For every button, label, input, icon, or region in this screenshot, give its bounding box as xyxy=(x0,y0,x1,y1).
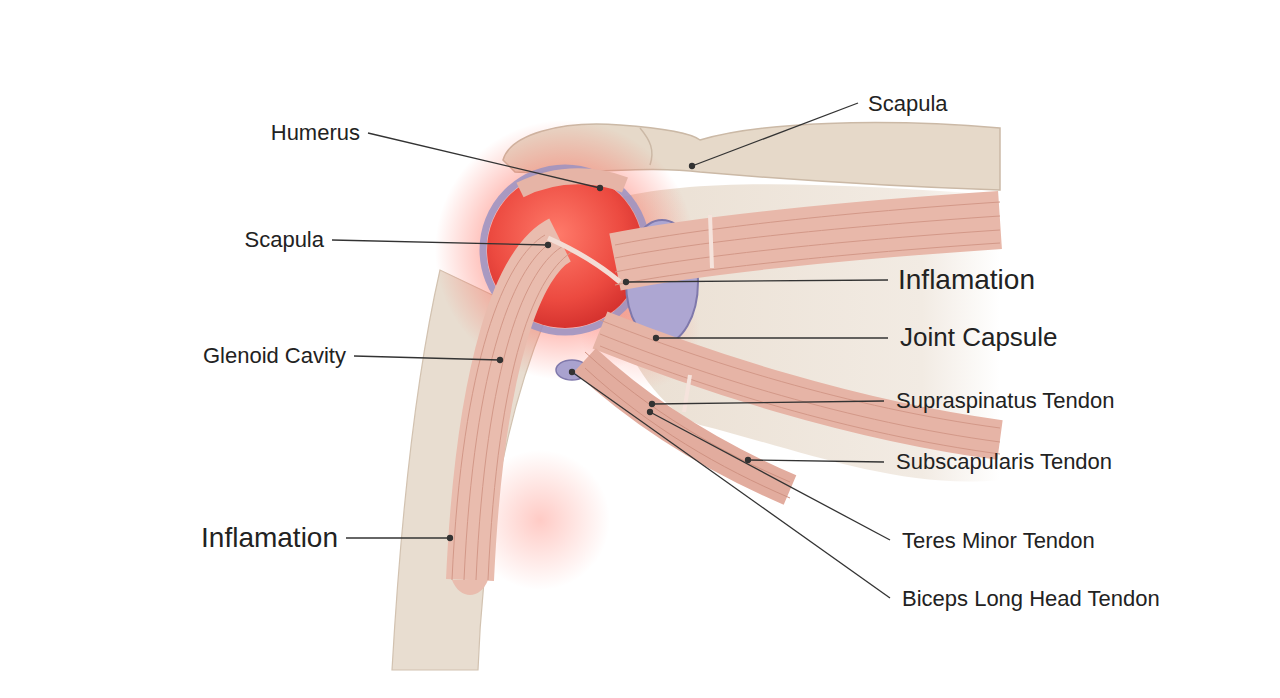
part-label: Joint Capsule xyxy=(900,323,1058,353)
part-label: Scapula xyxy=(868,91,948,116)
part-label: Scapula xyxy=(244,227,324,252)
part-label: Subscapularis Tendon xyxy=(896,449,1112,474)
part-label: Teres Minor Tendon xyxy=(902,528,1095,553)
leader-line xyxy=(332,103,890,598)
part-label: Inflamation xyxy=(898,264,1035,296)
part-label: Supraspinatus Tendon xyxy=(896,388,1115,413)
tendon-band xyxy=(452,235,620,595)
part-label: Humerus xyxy=(271,120,360,145)
part-label: Inflamation xyxy=(201,522,338,554)
part-label: Glenoid Cavity xyxy=(203,343,346,368)
part-label: Biceps Long Head Tendon xyxy=(902,586,1160,611)
